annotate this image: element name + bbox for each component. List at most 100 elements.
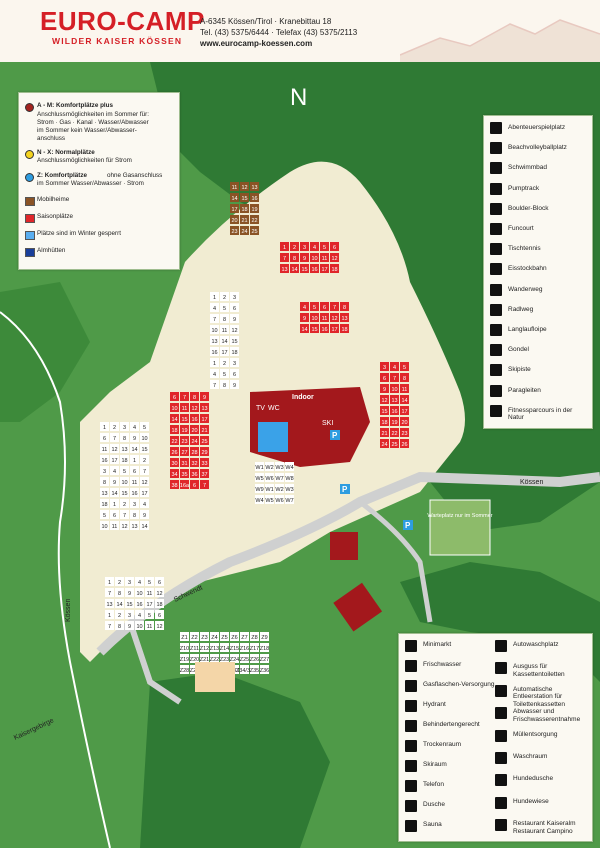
pitch-number: 5 — [123, 469, 126, 475]
pitch — [220, 643, 229, 652]
pitch-number: 4 — [393, 365, 396, 371]
pitch — [145, 621, 154, 630]
pitch-number: 9 — [113, 480, 116, 486]
restaurant-icon — [495, 819, 507, 832]
pitch-number: 17 — [231, 207, 237, 213]
pitch-number: 2 — [143, 458, 146, 464]
pitch-number: 7 — [283, 256, 286, 262]
pitch — [120, 488, 129, 497]
curling-icon — [490, 263, 502, 276]
legend-z-dot — [25, 173, 34, 182]
pitch — [310, 242, 319, 251]
pitch — [170, 480, 179, 489]
pitch-number: 5 — [223, 306, 226, 312]
service-label: Hundedusche — [513, 775, 554, 783]
pitch-number: 18 — [331, 267, 337, 273]
pitch-number: 24 — [191, 439, 197, 445]
pitch-number: 4 — [138, 613, 141, 619]
pitch-number: 24 — [381, 442, 387, 448]
pitch-number: 29 — [201, 450, 207, 456]
pitch — [100, 488, 109, 497]
pitch-number: 3 — [303, 245, 306, 251]
pitch — [255, 473, 264, 482]
pitch — [100, 433, 109, 442]
pitch — [125, 610, 134, 619]
pitch-number: 13 — [131, 524, 137, 530]
pitch-number: 9 — [233, 383, 236, 389]
pitch-number: 14 — [401, 398, 407, 404]
pitch — [230, 204, 239, 213]
pitch — [255, 462, 264, 471]
pitch-number: W6 — [265, 476, 273, 482]
pitch-number: 4 — [313, 245, 316, 251]
pitch — [285, 484, 294, 493]
pitch — [260, 654, 269, 663]
pitch — [125, 621, 134, 630]
pitch-number: W4 — [255, 498, 263, 504]
service-label: Automatische Entleerstation für Toilette… — [513, 685, 566, 708]
pitch-number: 18 — [231, 350, 237, 356]
pitch-number: 18 — [121, 458, 127, 464]
pitch — [330, 313, 339, 322]
phone: Tel. (43) 5375/6444 · Telefax (43) 5375/… — [200, 28, 358, 37]
pitch — [200, 414, 209, 423]
pitch — [190, 403, 199, 412]
pitch-number: 8 — [118, 591, 121, 597]
pitch-number: 18 — [341, 327, 347, 333]
pitch-number: 16 — [211, 350, 217, 356]
pitch-number: 18 — [171, 428, 177, 434]
pitch — [400, 373, 409, 382]
pitch-number: 5 — [148, 613, 151, 619]
pitch — [380, 417, 389, 426]
forest-south — [140, 672, 330, 848]
pitch-number: 6 — [323, 305, 326, 311]
pitch-number: 14 — [116, 602, 122, 608]
pitch-number: 8 — [103, 480, 106, 486]
pitch-number: Z26 — [250, 657, 259, 663]
pitch-number: 31 — [181, 461, 187, 467]
pitch — [310, 313, 319, 322]
pitch — [340, 313, 349, 322]
pitch — [180, 414, 189, 423]
pitch — [310, 253, 319, 262]
pitch-number: 1 — [213, 295, 216, 301]
service-label: Gasflaschen-Versorgung — [423, 681, 495, 688]
pitch-number: 12 — [156, 624, 162, 630]
pitch — [105, 588, 114, 597]
pitch — [135, 577, 144, 586]
pitch-number: Z27 — [260, 657, 269, 663]
pitch-number: 6 — [173, 395, 176, 401]
pitch — [105, 577, 114, 586]
pitch — [220, 292, 229, 301]
website[interactable]: www.eurocamp-koessen.com — [200, 39, 313, 48]
pitch-number: W5 — [265, 498, 273, 504]
pitch-number: 16a — [180, 483, 190, 489]
pitch-number: 26 — [171, 450, 177, 456]
pitch-number: 2 — [223, 361, 226, 367]
pitch — [250, 632, 259, 641]
pitch-number: 4 — [143, 502, 146, 508]
pitch — [320, 253, 329, 262]
pitch — [300, 324, 309, 333]
pitch — [100, 444, 109, 453]
phone-icon — [405, 780, 417, 792]
pitch-number: 5 — [148, 580, 151, 586]
pitch — [390, 395, 399, 404]
pitch — [220, 632, 229, 641]
pitch — [320, 324, 329, 333]
pitch — [230, 347, 239, 356]
mountain-graphic — [400, 19, 600, 62]
pitch-number: 5 — [103, 513, 106, 519]
pitch-number: Z36 — [260, 668, 269, 674]
pitch — [250, 215, 259, 224]
pitch-number: 2 — [293, 245, 296, 251]
pitch-number: 14 — [131, 447, 137, 453]
pitch — [200, 392, 209, 401]
pitch — [110, 433, 119, 442]
restaurant-building-2 — [333, 582, 383, 632]
pitch-number: 16 — [311, 267, 317, 273]
pitch — [380, 362, 389, 371]
pitch — [105, 621, 114, 630]
legend-saison-swatch — [25, 214, 35, 223]
wc-label: WC — [268, 405, 280, 412]
